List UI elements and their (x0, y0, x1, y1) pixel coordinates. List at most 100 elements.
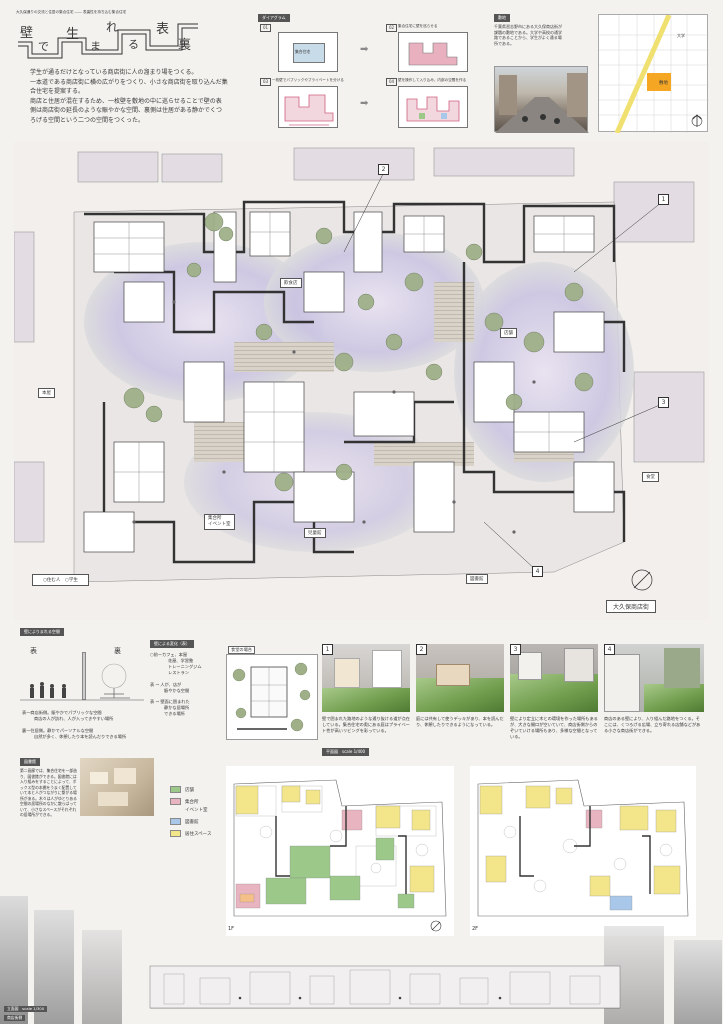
legend-row: 店舗 (170, 786, 240, 793)
plan-legend: ○住む人 ○学生 (32, 574, 89, 586)
legend-label: 集合所 (185, 799, 199, 805)
title-char-7: 表 (156, 22, 170, 37)
plan-badge-2: 2 (378, 164, 389, 175)
intro-line: 合住宅を提案する。 (30, 88, 85, 96)
wall-change-note: 表 → 壁面に囲まれた (150, 698, 190, 704)
front-desc-line: 表一商店街側。賑やかでパブリックな空間 (22, 710, 102, 715)
floor-plan-1f (226, 766, 454, 936)
main-site-plan: 飲食店 本屋 店舗 集合所 イベント室 食堂 図書館 児童館 1 2 3 4 ○… (14, 142, 709, 620)
legend-row: 居住スペース (170, 830, 240, 837)
intro-line: 商店と住居が混在するため、一枚壁を敷地の中に巡らせることで壁の表 (30, 97, 222, 105)
label-playground: 児童館 (304, 528, 326, 538)
photo-1-caption: 壁で囲まれた路地のような通り抜ける道が点在している。集合住宅の奥にある庭はプライ… (322, 716, 410, 734)
library-tag: 図書館 (20, 758, 40, 766)
photo-2 (416, 644, 504, 712)
legend-row: 図書館 (170, 818, 240, 825)
diagram-step-1-box: 集合住宅 (278, 32, 338, 72)
diagram-step-2-text: 集合住宅に壁を巡らせる (398, 24, 438, 28)
title-char-5: れ (106, 20, 119, 34)
plan-badge-4: 4 (532, 566, 543, 577)
title-char-3: 生 (66, 27, 80, 42)
floor-plan-tag: 平面図 scale 1/400 (322, 748, 370, 756)
photo-1 (322, 644, 410, 712)
arrow-right-icon: ➡ (360, 98, 369, 109)
photo-3 (510, 644, 598, 712)
floor-plan-2f (470, 766, 696, 936)
page-subtitle: 大久保通りの交流と住居の集合住宅 ―― 表裏性を持ち込む集合住宅 (16, 10, 127, 14)
title-char-6: る (128, 38, 139, 51)
arrow-right-icon: ➡ (360, 44, 369, 55)
diagram-step-3-box (278, 86, 338, 128)
photo-4 (604, 644, 704, 712)
floor-plan-legend: 店舗 集合所 イベント室 図書館 居住スペース (170, 786, 240, 842)
legend-row: イベント室 (170, 806, 240, 813)
photo-2-caption: 庭には共有して使うデッキがあり、本を読んだり、休憩したりできるようになっている。 (416, 716, 504, 728)
back-label: 裏 (114, 647, 121, 655)
title-char-4: ま (90, 40, 101, 53)
label-restaurant: 飲食店 (280, 278, 302, 288)
wall-change-tag: 壁による変化（表） (150, 640, 194, 648)
title-char-1: 壁 (20, 26, 34, 41)
plan-2f-label: 2F (472, 926, 479, 932)
library-text: 第二画廊では、集合住宅を一部造り、図書館ができる。図書館には入り組みをすることに… (20, 768, 77, 817)
photo-3-num: 3 (510, 644, 521, 655)
title-char-8: 裏 (178, 38, 192, 53)
wall-change-note: できる場所 (164, 710, 185, 716)
wall-change-item: トレーニングジム (168, 664, 202, 670)
page-title: 壁 で 生 ま れ る 表 裏 (18, 20, 198, 60)
elevation-sub: 商店街側 (4, 1015, 26, 1021)
diagram-step-4-text: 壁を操作して入り込み、内部の空間を作る (398, 78, 467, 82)
intro-line: 一本道である商店街に横の広がりをつくり、小さな商店街を取り込んだ集 (30, 78, 228, 86)
label-shop: 店舗 (500, 328, 517, 338)
legend-row: 集合所 (170, 798, 240, 805)
front-desc-line: 商店の人が訪れ、人が入ってきやすい場所 (34, 716, 114, 722)
diagram-step-3-num: 03 (260, 78, 272, 86)
wall-change-item: 花屋、学習塾 (168, 658, 194, 664)
wall-change-note: 賑やかな空間 (164, 688, 190, 694)
wall-change-item: ○前ーカフェ、本屋 (150, 652, 188, 657)
front-desc: 表一商店街側。賑やかでパブリックな空間 商店の人が訪れ、人が入ってきやすい場所 … (22, 710, 148, 740)
site-map: 敷地 大学 (598, 13, 709, 135)
diagram-panel: 01 集合住宅 ➡ 02 集合住宅に壁を巡らせる 03 一枚壁でパブリックやプラ… (258, 22, 484, 132)
wall-change-note: 静かな居場所 (164, 704, 190, 710)
front-label: 表 (30, 647, 37, 655)
label-cafe: 食堂 (642, 472, 659, 482)
elevation-drawing (0, 890, 723, 1024)
title-char-2: で (38, 40, 49, 53)
legend-swatch (170, 798, 181, 805)
plan-badge-3: 3 (658, 397, 669, 408)
diagram-step-2-num: 02 (386, 24, 398, 32)
wall-change-items: ○前ーカフェ、本屋 花屋、学習塾 トレーニングジム レストラン 表 → 人が、店… (150, 652, 222, 717)
restaurant-case-plan (226, 654, 318, 740)
photo-1-num: 1 (322, 644, 333, 655)
site-road-label: 大学 (677, 33, 685, 38)
front-back-section: 表 裏 (20, 636, 144, 706)
label-bookstore: 本屋 (38, 388, 55, 398)
photo-3-caption: 壁により定立に木との環境を作った場所もあるが、大きな開口が空いていて、商店街側か… (510, 716, 598, 740)
site-text-line: 千葉県習志野市にある大久保商店街が (494, 24, 562, 29)
diagram-step-4-box (398, 86, 468, 128)
label-library: 図書館 (466, 574, 488, 584)
label-meeting: 集合所 イベント室 (204, 514, 235, 530)
back-desc-line: 裏一住居側。静かでパーソナルな空間 (22, 728, 94, 734)
site-map-label: 敷地 (659, 81, 668, 86)
front-back-tag: 壁によりまれる空間 (20, 628, 64, 636)
diagram-step-1-num: 01 (260, 24, 272, 32)
site-text-line: 路であることから、学生がよく通る場 (494, 35, 562, 41)
intro-line: 学生が通るだけとなっている商店街に人の溜まり場をつくる。 (30, 69, 198, 76)
site-text-line: 課題の敷地である。大学や高校の通学 (494, 29, 562, 35)
legend-label: 図書館 (185, 819, 199, 825)
plan-1f-label: 1F (228, 926, 235, 932)
intro-line: 側は商店街の延長のような賑やかな空間、裏側は住居がある静かでくつ (30, 107, 223, 115)
legend-swatch (170, 786, 181, 793)
diagram-tag: ダイアグラム (258, 14, 290, 22)
legend-label: 店舗 (185, 787, 194, 793)
plan-badge-1: 1 (658, 194, 669, 205)
site-tag: 敷地 (494, 14, 510, 22)
wall-change-note: 表 → 人が、店が (150, 682, 182, 688)
diagram-step-3-text: 一枚壁でパブリックやプライベートを分ける (272, 78, 344, 82)
diagram-step-4-num: 04 (386, 78, 398, 86)
site-text-line: 所である。 (494, 40, 514, 46)
intro-text: 学生が通るだけとなっている商店街に人の溜まり場をつくる。 一本道である商店街に横… (30, 68, 260, 126)
library-model-photo (80, 758, 154, 816)
